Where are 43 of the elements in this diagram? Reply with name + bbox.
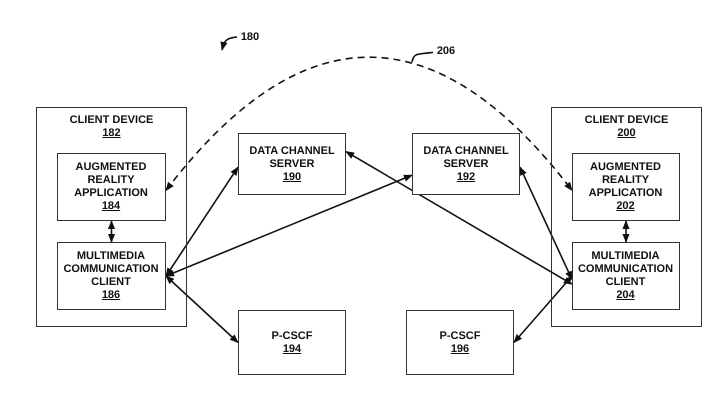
component-label: CLIENT DEVICE <box>584 114 668 127</box>
proxy-box <box>238 310 346 375</box>
reference-numeral: 190 <box>282 170 302 184</box>
device-box <box>36 107 187 327</box>
client-box <box>572 242 680 310</box>
arrow <box>165 275 239 344</box>
arrow <box>622 220 630 243</box>
reference-numeral: 196 <box>450 342 470 356</box>
server-box <box>238 133 346 195</box>
arrow <box>519 166 573 280</box>
reference-numeral: 200 <box>617 127 636 140</box>
application-box <box>56 152 166 220</box>
component-label: AUGMENTED REALITY APPLICATION <box>588 160 664 200</box>
arrow <box>513 275 573 344</box>
component-label: AUGMENTED REALITY APPLICATION <box>73 160 149 200</box>
reference-numeral: 184 <box>102 200 120 212</box>
device-box <box>551 107 702 327</box>
application-box <box>572 152 680 220</box>
reference-numeral: 206 <box>436 44 456 58</box>
component-label: P-CSCF <box>440 330 480 342</box>
arrow <box>165 166 239 277</box>
reference-numeral: 182 <box>102 127 121 140</box>
dashed-arrow <box>165 56 573 192</box>
arrow <box>108 220 116 243</box>
component-label: DATA CHANNEL SERVER <box>248 144 336 170</box>
proxy-box <box>406 310 514 375</box>
client-box <box>56 242 166 310</box>
component-label: P-CSCF <box>272 330 312 342</box>
component-label: MULTIMEDIA COMMUNICATION CLIENT <box>62 250 160 288</box>
reference-numeral: 194 <box>282 342 302 356</box>
reference-numeral: 180 <box>240 30 260 44</box>
component-label: MULTIMEDIA COMMUNICATION CLIENT <box>576 250 674 288</box>
reference-numeral: 204 <box>616 288 635 302</box>
leader-line <box>411 52 434 62</box>
server-box <box>412 133 520 195</box>
reference-numeral: 186 <box>102 288 120 302</box>
reference-numeral: 202 <box>616 200 635 212</box>
component-label: CLIENT DEVICE <box>70 114 154 127</box>
component-label: DATA CHANNEL SERVER <box>422 144 510 170</box>
arrow <box>165 174 413 277</box>
reference-numeral: 192 <box>456 170 476 184</box>
arrow <box>220 36 238 51</box>
arrow <box>345 150 573 285</box>
